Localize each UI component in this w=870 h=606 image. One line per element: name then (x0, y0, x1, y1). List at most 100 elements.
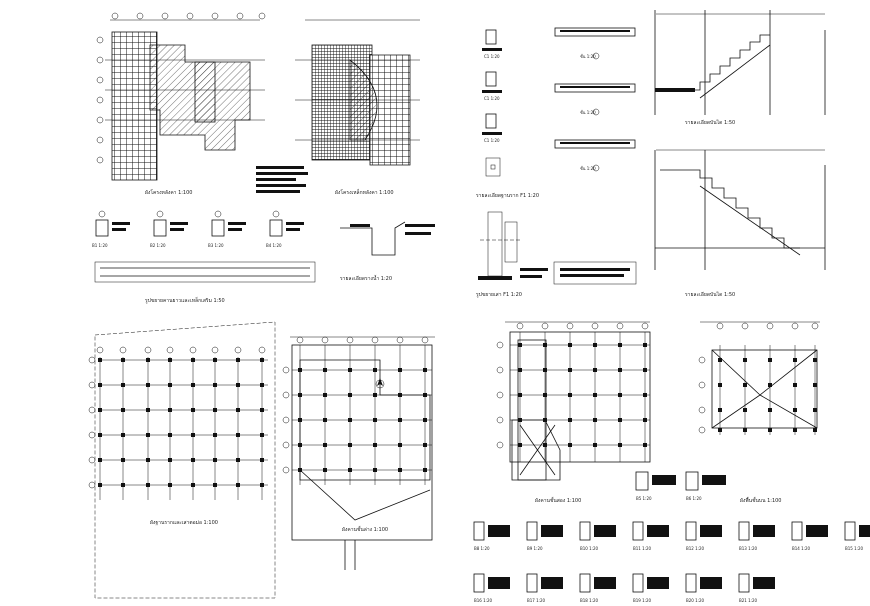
foundation-caption: รายละเอียดฐานราก F1 1:20 (476, 192, 539, 199)
grid-bubble-icon (591, 322, 599, 330)
grid-bubble-icon (698, 426, 706, 434)
section-mark-icon (592, 52, 600, 60)
grid-bubble-icon (282, 366, 290, 374)
second-floor-structure: ผังคานชั้นสอง 1:100 (496, 321, 651, 504)
beam-section: B18 1:20 (579, 573, 616, 603)
section-tag: B3 1:20 (208, 243, 224, 248)
beam-section: B15 1:20 (844, 521, 870, 551)
beam-section: B8 1:20 (473, 521, 510, 551)
section-tag: B16 1:20 (474, 598, 493, 603)
stair-section-2: รายละเอียดบันได 1:50 (654, 149, 826, 298)
grid-bubble-icon (88, 456, 96, 464)
grid-bubble-icon (88, 481, 96, 489)
section-mark-icon (98, 210, 106, 218)
grid-bubble-icon (496, 416, 504, 424)
beam-section: B3 1:20 (208, 210, 246, 248)
grid-bubble-icon (88, 431, 96, 439)
grid-bubble-icon (282, 391, 290, 399)
beam-section: B11 1:20 (632, 521, 669, 551)
grid-bubble-icon (88, 381, 96, 389)
grid-bubble-icon (741, 322, 749, 330)
grid-bubble-icon (496, 441, 504, 449)
grid-bubble-icon (136, 12, 144, 20)
grid-bubble-icon (111, 12, 119, 20)
grid-bubble-icon (258, 346, 266, 354)
small-section: C1 1:20 (482, 29, 502, 59)
foundation-plan: ผังฐานรากและเสาตอม่อ 1:100 (88, 321, 276, 599)
grid-bubble-icon (791, 322, 799, 330)
section-tag: B18 1:20 (580, 598, 599, 603)
section-mark-icon (592, 164, 600, 172)
section-tag: B21 1:20 (739, 598, 758, 603)
slab-section: ชั้น 1:20 (554, 83, 636, 116)
section-tag: C1 1:20 (484, 138, 500, 143)
beam-section: B13 1:20 (738, 521, 775, 551)
grid-bubble-icon (516, 322, 524, 330)
grid-bubble-icon (616, 322, 624, 330)
grid-bubble-icon (96, 76, 104, 84)
grid-bubble-icon (211, 346, 219, 354)
section-tag: B5 1:20 (636, 496, 652, 501)
slab-mark: ชั้น 1:20 (580, 52, 596, 59)
slab-section: ชั้น 1:20 (554, 27, 636, 60)
slab-mark: ชั้น 1:20 (580, 108, 596, 115)
column-detail: รูปขยายเสา F1 1:20 (476, 211, 548, 298)
section-tag: C1 1:20 (484, 96, 500, 101)
grid-bubble-icon (88, 406, 96, 414)
grid-bubble-icon (282, 441, 290, 449)
grid-bubble-icon (346, 336, 354, 344)
grid-bubble-icon (496, 341, 504, 349)
grid-bubble-icon (421, 336, 429, 344)
beam-section: B16 1:20 (473, 573, 510, 603)
section-tag: B2 1:20 (150, 243, 166, 248)
grid-bubble-icon (282, 416, 290, 424)
grid-bubble-icon (236, 12, 244, 20)
section-mark-icon (272, 210, 280, 218)
beam-section: B9 1:20 (526, 521, 563, 551)
beam-section: B6 1:20 (685, 471, 726, 501)
grid-bubble-icon (96, 136, 104, 144)
beam-section: B19 1:20 (632, 573, 669, 603)
section-tag: B1 1:20 (92, 243, 108, 248)
grid-bubble-icon (321, 336, 329, 344)
grid-bubble-icon (716, 322, 724, 330)
ground-floor-caption: ผังคานชั้นล่าง 1:100 (342, 524, 388, 533)
grid-bubble-icon (258, 12, 266, 20)
section-tag: B19 1:20 (633, 598, 652, 603)
upper-floor-structure: ผังพื้นชั้นบน 1:100 (698, 321, 820, 504)
small-sections: C1 1:20 C1 1:20 C1 1:20 รายละเอียดฐานราก F… (476, 29, 539, 199)
north-arrow-icon (375, 378, 385, 389)
roof-plan: ผังโครงหลังคา 1:100 (96, 12, 266, 196)
grid-bubble-icon (641, 322, 649, 330)
grid-bubble-icon (96, 36, 104, 44)
roof-framing-plan: ผังโครงเหล็กหลังคา 1:100 (295, 19, 420, 196)
grid-bubble-icon (282, 466, 290, 474)
grid-bubble-icon (296, 336, 304, 344)
slab-section: ชั้น 1:20 (554, 139, 636, 172)
grid-bubble-icon (161, 12, 169, 20)
beam-section: B10 1:20 (579, 521, 616, 551)
section-tag: B17 1:20 (527, 598, 546, 603)
section-tag: B12 1:20 (686, 546, 705, 551)
beam-section: B12 1:20 (685, 521, 722, 551)
section-mark-icon (214, 210, 222, 218)
second-floor-caption: ผังคานชั้นสอง 1:100 (535, 495, 581, 504)
grid-bubble-icon (698, 356, 706, 364)
beam-sections-mid: B5 1:20 B6 1:20 (635, 471, 726, 501)
grid-bubble-icon (96, 156, 104, 164)
notes-block (256, 166, 308, 193)
stair-caption-1: รายละเอียดบันได 1:50 (685, 119, 735, 126)
roof-framing-caption: ผังโครงเหล็กหลังคา 1:100 (335, 188, 394, 196)
small-section: C1 1:20 (482, 71, 502, 101)
section-tag: B8 1:20 (474, 546, 490, 551)
section-tag: B10 1:20 (580, 546, 599, 551)
grid-bubble-icon (211, 12, 219, 20)
beam-long-caption: รูปขยายคานยาวและเหล็กเสริม 1:50 (145, 296, 225, 304)
grid-bubble-icon (166, 346, 174, 354)
grid-bubble-icon (189, 346, 197, 354)
grid-bubble-icon (234, 346, 242, 354)
grid-bubble-icon (541, 322, 549, 330)
